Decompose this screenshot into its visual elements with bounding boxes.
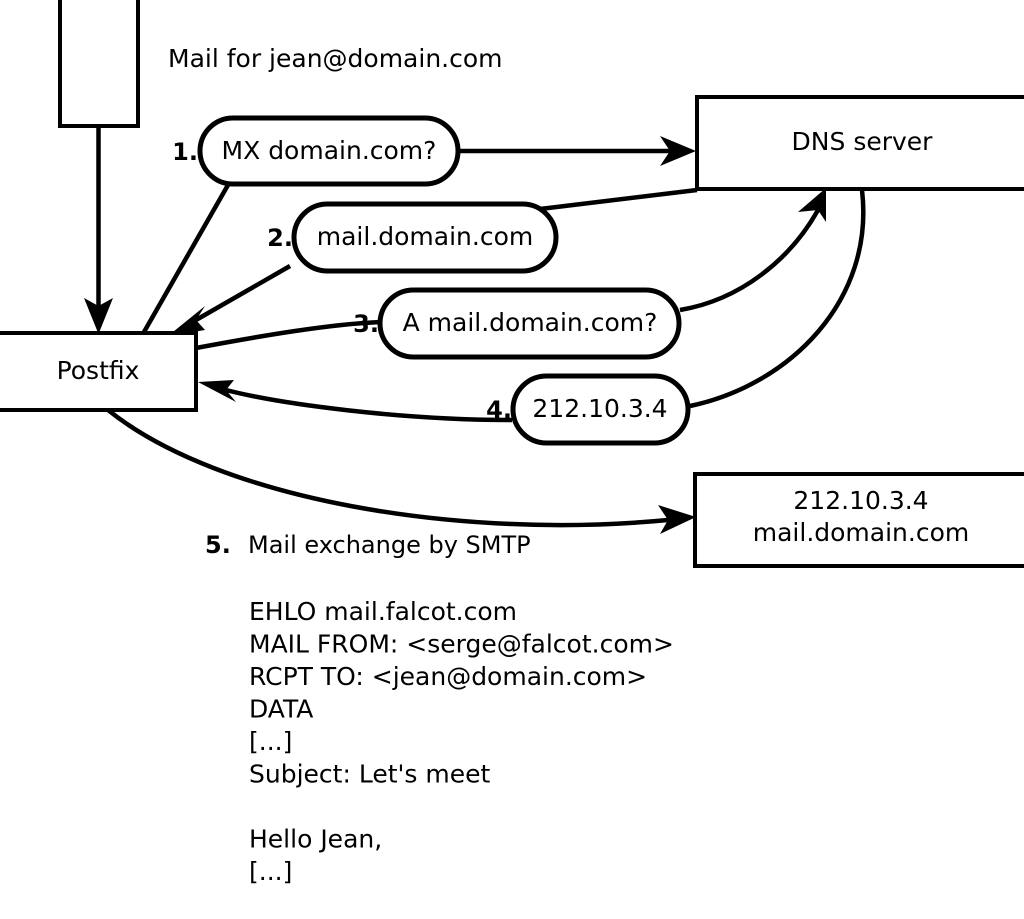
connector-inbox-to-postfix <box>84 126 113 334</box>
step-2-label: mail.domain.com <box>317 222 533 251</box>
node-remote-server-host: mail.domain.com <box>753 518 969 547</box>
connector-step2-to-postfix <box>168 264 292 336</box>
node-dns-server-label: DNS server <box>792 127 934 156</box>
step-3-pill <box>377 287 682 360</box>
step-4-group: 4. 212.10.3.4 <box>486 373 691 446</box>
smtp-transcript-line: DATA <box>249 695 313 724</box>
smtp-transcript-line: Hello Jean, <box>249 825 382 854</box>
connector-dns-to-step2 <box>539 187 698 212</box>
step-4-pill <box>510 373 691 446</box>
connector-dns-to-step4 <box>689 189 866 409</box>
step-1-label: MX domain.com? <box>222 136 437 165</box>
step-4-label: 212.10.3.4 <box>532 394 667 423</box>
connector-postfix-to-remote <box>106 408 696 534</box>
diagram-caption: Mail for jean@domain.com <box>168 44 503 73</box>
step-1-group: 1. MX domain.com? <box>172 115 461 187</box>
step-5-label: Mail exchange by SMTP <box>248 531 531 559</box>
node-postfix-box <box>0 331 198 412</box>
smtp-transcript-line: RCPT TO: <jean@domain.com> <box>249 662 647 691</box>
smtp-transcript-line: Subject: Let's meet <box>249 760 490 789</box>
step-1-pill <box>197 115 461 187</box>
node-postfix-label: Postfix <box>57 356 140 385</box>
connector-postfix-to-step1 <box>142 183 230 334</box>
step-2-pill <box>291 201 559 274</box>
step-2-group: 2. mail.domain.com <box>267 201 559 274</box>
node-remote-server-ip: 212.10.3.4 <box>793 486 928 515</box>
step-3-group: 3. A mail.domain.com? <box>353 287 682 360</box>
connector-step4-to-postfix <box>198 380 513 423</box>
smtp-transcript-line: [...] <box>249 727 292 756</box>
step-4-number: 4. <box>486 396 512 424</box>
step-3-number: 3. <box>353 310 379 338</box>
node-inbox-box <box>58 0 140 128</box>
smtp-transcript-line: EHLO mail.falcot.com <box>249 597 517 626</box>
connector-step3-to-dns <box>679 188 826 313</box>
step-5-number: 5. <box>205 531 231 559</box>
step-2-number: 2. <box>267 224 293 252</box>
node-dns-server-box <box>695 95 1024 191</box>
step-3-label: A mail.domain.com? <box>403 308 658 337</box>
smtp-transcript-line: [...] <box>249 857 292 886</box>
node-remote-server-box <box>693 472 1024 568</box>
step-1-number: 1. <box>172 138 198 166</box>
smtp-transcript-line: MAIL FROM: <serge@falcot.com> <box>249 630 674 659</box>
connector-step1-to-dns <box>458 136 696 166</box>
connector-postfix-to-step3 <box>195 319 382 351</box>
